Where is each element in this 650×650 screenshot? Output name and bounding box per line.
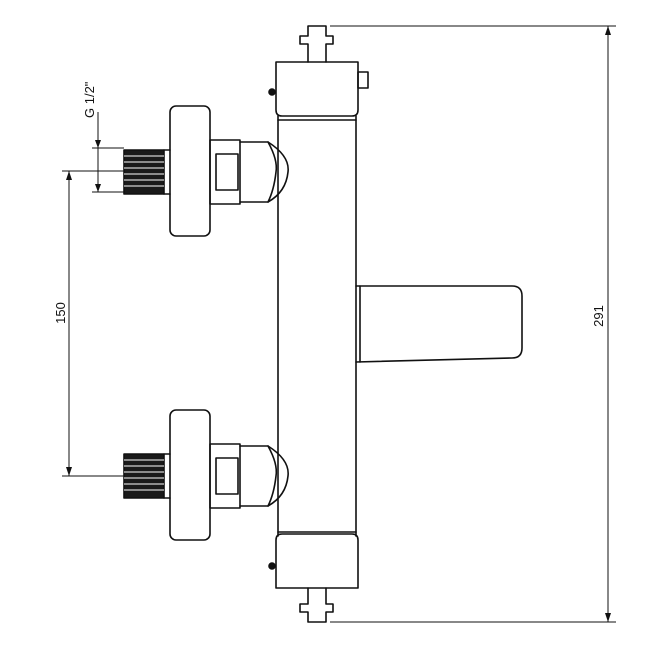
top-cap-knob	[357, 71, 369, 89]
top-end-cap	[275, 61, 359, 117]
thread-size-label: G 1/2"	[82, 81, 97, 118]
body-tube	[277, 115, 357, 537]
spacing-dimension-label: 150	[53, 302, 68, 324]
height-dimension-label: 291	[591, 305, 606, 327]
top-mounting-pin	[299, 25, 334, 63]
thread-striping	[124, 155, 164, 491]
lower-inlet-connector	[123, 409, 289, 541]
top-cap-marker	[268, 88, 276, 96]
spout	[355, 285, 523, 363]
bottom-cap-marker	[268, 562, 276, 570]
dimension-lines	[62, 25, 616, 623]
dimension-arrows	[66, 26, 611, 622]
bottom-end-cap	[275, 533, 359, 589]
bottom-mounting-pin	[299, 587, 334, 623]
mixer-body	[268, 25, 369, 623]
upper-inlet-connector	[123, 105, 289, 237]
